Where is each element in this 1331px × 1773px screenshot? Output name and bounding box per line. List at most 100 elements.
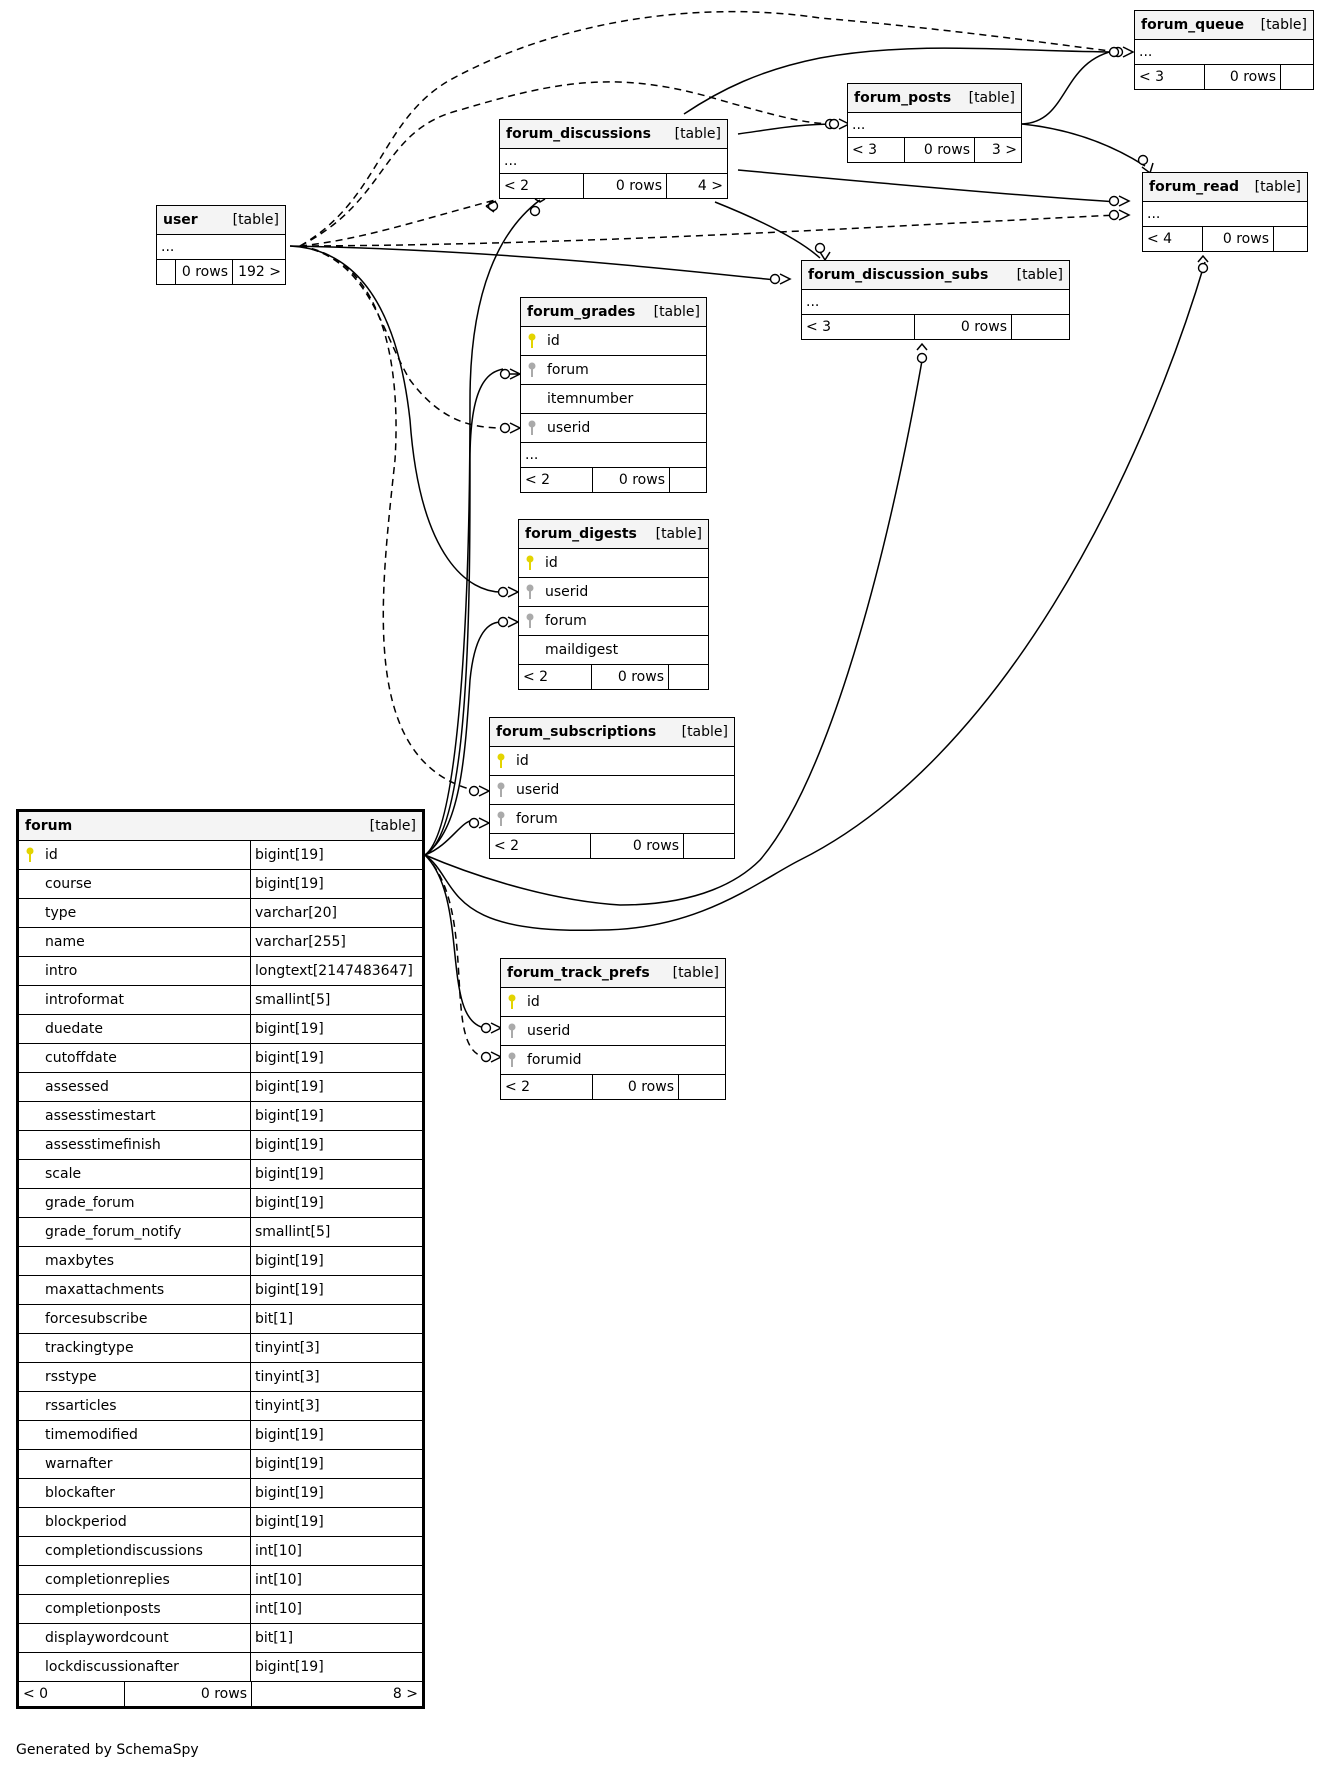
table-forum_digests[interactable]: forum_digests[table] id userid forum mai… [518, 519, 709, 690]
children-count[interactable] [679, 1075, 725, 1099]
children-count[interactable] [1012, 315, 1069, 339]
table-header: user[table] [157, 206, 285, 235]
column-name: completionposts [45, 1601, 161, 1617]
parents-count[interactable]: < 0 [19, 1682, 125, 1706]
table-header: forum_discussions[table] [500, 120, 727, 149]
table-name: forum_queue [1141, 17, 1245, 33]
column-row[interactable]: maildigest [519, 636, 708, 665]
column-row[interactable]: forum [521, 356, 706, 385]
column-name: scale [45, 1166, 82, 1182]
parents-count[interactable] [157, 260, 176, 284]
column-type: bigint[19] [255, 1050, 324, 1066]
children-count[interactable] [1274, 227, 1307, 251]
children-count[interactable] [670, 468, 706, 492]
column-row[interactable]: userid [501, 1017, 725, 1046]
children-count[interactable]: 3 > [991, 142, 1017, 158]
table-forum_grades[interactable]: forum_grades[table] id forum itemnumber … [520, 297, 707, 493]
column-row[interactable]: userid [521, 414, 706, 443]
column-row[interactable]: userid [519, 578, 708, 607]
column-type: bigint[19] [255, 1021, 324, 1037]
parents-count[interactable]: < 3 [848, 138, 905, 162]
edge-forum-forum_discussion_subs [424, 354, 924, 906]
column-row[interactable]: userid [490, 776, 734, 805]
columns-ellipsis: ... [1143, 202, 1307, 227]
parents-count[interactable]: < 3 [1135, 65, 1205, 89]
children-count[interactable] [684, 834, 734, 858]
column-row[interactable]: forum [519, 607, 708, 636]
column-row[interactable]: id [519, 549, 708, 578]
parents-count[interactable]: < 2 [500, 174, 584, 198]
parents-count[interactable]: < 2 [490, 834, 591, 858]
parents-count[interactable]: < 4 [1143, 227, 1203, 251]
parents-count[interactable]: < 2 [519, 665, 592, 689]
column-row[interactable]: id [521, 327, 706, 356]
column-row[interactable]: id [501, 988, 725, 1017]
table-name: forum_discussion_subs [808, 267, 989, 283]
edge-user-forum_discussion_subs [289, 245, 776, 281]
column-name: displaywordcount [45, 1630, 169, 1646]
table-forum_subscriptions[interactable]: forum_subscriptions[table] id userid for… [489, 717, 735, 859]
parents-count[interactable]: < 3 [802, 315, 915, 339]
children-count[interactable] [669, 665, 708, 689]
column-type: bigint[19] [255, 1514, 324, 1530]
children-count[interactable]: 4 > [697, 178, 723, 194]
column-row[interactable]: forum [490, 805, 734, 834]
children-count[interactable]: 8 > [392, 1686, 418, 1702]
edge-forum-forum_read [424, 261, 1206, 932]
foreign-key-icon [501, 1023, 523, 1039]
column-row[interactable]: id [490, 747, 734, 776]
parents-count[interactable]: < 2 [501, 1075, 593, 1099]
column-row[interactable]: itemnumber [521, 385, 706, 414]
children-count[interactable]: 192 > [238, 264, 281, 280]
table-forum_track_prefs[interactable]: forum_track_prefs[table] id userid forum… [500, 958, 726, 1100]
column-row[interactable]: forumid [501, 1046, 725, 1075]
children-count[interactable] [1281, 65, 1313, 89]
row-count: 0 rows [915, 315, 1012, 339]
column-name: completiondiscussions [45, 1543, 203, 1559]
parents-count[interactable]: < 2 [521, 468, 593, 492]
